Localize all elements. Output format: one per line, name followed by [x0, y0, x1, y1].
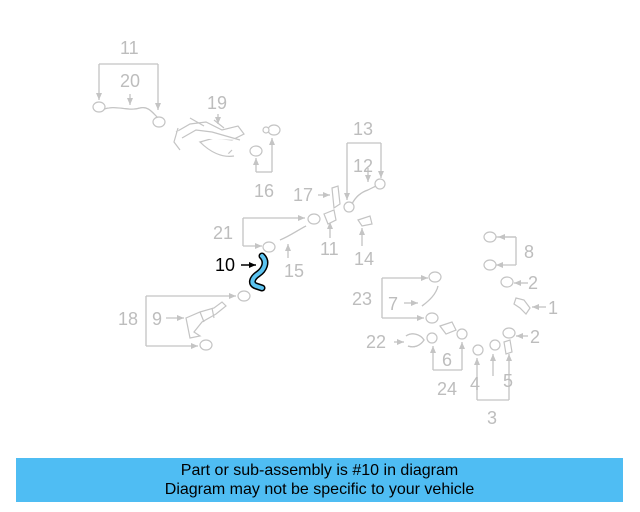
part-1: [513, 297, 546, 315]
callout-10[interactable]: 10: [215, 255, 235, 275]
callout-25[interactable]: 24: [437, 379, 457, 399]
callout-23[interactable]: 22: [366, 332, 386, 352]
parts-diagram: 11 20 19 16 13 12 17 21 11 14 15 10 18 9…: [92, 38, 558, 428]
banner-line-1: Part or sub-assembly is #10 in diagram: [180, 462, 459, 479]
callout-4[interactable]: 4: [470, 374, 480, 394]
part-10-hose[interactable]: [241, 252, 269, 292]
group-8: [483, 231, 517, 271]
info-banner: Part or sub-assembly is #10 in diagram D…: [16, 458, 623, 502]
banner-line-2: Diagram may not be specific to your vehi…: [164, 481, 475, 498]
part-2-upper: [500, 276, 528, 288]
callout-2-lower[interactable]: 2: [530, 327, 540, 347]
group-17: [249, 124, 281, 173]
group-14-13: [343, 142, 386, 213]
callout-8[interactable]: 8: [524, 242, 534, 262]
callout-22[interactable]: 21: [213, 223, 233, 243]
part-18: [318, 185, 341, 210]
callout-9[interactable]: 9: [152, 309, 162, 329]
callout-1[interactable]: 1: [548, 298, 558, 318]
callout-24[interactable]: 23: [352, 289, 372, 309]
callout-20[interactable]: 19: [207, 93, 227, 113]
callout-19[interactable]: 18: [118, 309, 138, 329]
callout-17[interactable]: 16: [254, 181, 274, 201]
callout-15[interactable]: 14: [354, 249, 374, 269]
callout-3[interactable]: 3: [487, 408, 497, 428]
group-24-7: [381, 271, 442, 324]
callout-18[interactable]: 17: [293, 185, 313, 205]
group-22: [242, 209, 373, 258]
group-19-9: [145, 290, 251, 351]
group-11-21: [92, 63, 166, 128]
callout-16[interactable]: 15: [284, 261, 304, 281]
callout-21[interactable]: 20: [120, 71, 140, 91]
callout-2-upper[interactable]: 2: [528, 273, 538, 293]
callout-14[interactable]: 13: [353, 119, 373, 139]
group-3-4-5: [472, 339, 513, 401]
part-20-pipe: [173, 114, 245, 157]
callout-7[interactable]: 7: [388, 294, 398, 314]
callout-13[interactable]: 12: [353, 156, 373, 176]
callout-5[interactable]: 5: [503, 371, 513, 391]
callout-6[interactable]: 6: [442, 350, 452, 370]
callout-12[interactable]: 11: [320, 239, 339, 259]
part-23: [394, 332, 438, 348]
part-2-lower: [502, 327, 528, 339]
group-25-6: [430, 321, 468, 371]
callout-11[interactable]: 11: [120, 38, 139, 58]
